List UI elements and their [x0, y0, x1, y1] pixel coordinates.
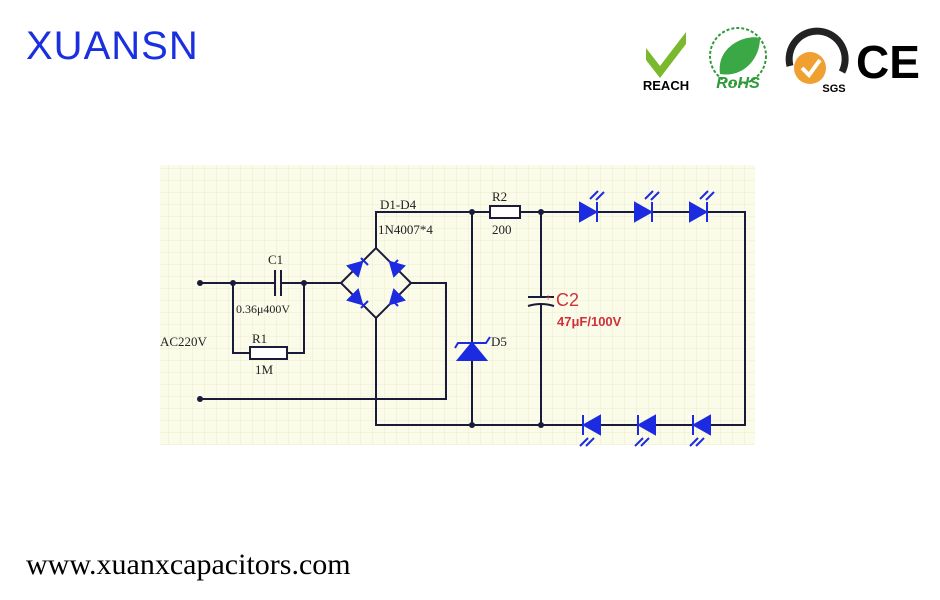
website-url: www.xuanxcapacitors.com	[26, 548, 351, 581]
resistor-r1	[249, 346, 288, 360]
c1-label: C1	[268, 252, 283, 267]
reach-label: REACH	[643, 78, 689, 93]
c2-value: 47μF/100V	[557, 314, 622, 329]
led-string-bottom	[579, 414, 711, 447]
d5-label: D5	[491, 334, 507, 349]
r1-value: 1M	[255, 362, 274, 377]
sgs-label: SGS	[822, 83, 845, 95]
ce-label: CE	[856, 36, 920, 88]
brand-logo-text: XUANSN	[26, 24, 199, 68]
r1-label: R1	[252, 331, 267, 346]
rohs-leaf-icon: RoHS	[709, 27, 767, 92]
ce-mark-icon: CE	[856, 36, 920, 88]
certification-logos: REACH RoHS SGS CE	[640, 26, 930, 96]
wires	[200, 211, 746, 426]
led-string-top	[579, 190, 715, 223]
r2-label: R2	[492, 189, 507, 204]
bridge-value: 1N4007*4	[378, 222, 433, 237]
rohs-label: RoHS	[716, 75, 760, 92]
input-voltage-label: AC220V	[160, 334, 208, 349]
capacitor-c1	[274, 270, 282, 296]
resistor-r2	[489, 205, 521, 219]
junction-dots	[197, 209, 544, 428]
sgs-seal-icon: SGS	[785, 27, 849, 95]
reach-checkmark-icon: REACH	[643, 32, 689, 93]
capacitor-c2	[527, 296, 555, 307]
c2-polarity: +	[545, 292, 551, 304]
r2-value: 200	[492, 222, 512, 237]
c2-label: C2	[556, 290, 579, 310]
bridge-rectifier-d1-d4	[339, 246, 413, 320]
bridge-label: D1-D4	[380, 197, 417, 212]
c1-value: 0.36μ400V	[236, 302, 290, 316]
zener-diode-d5	[454, 336, 491, 361]
